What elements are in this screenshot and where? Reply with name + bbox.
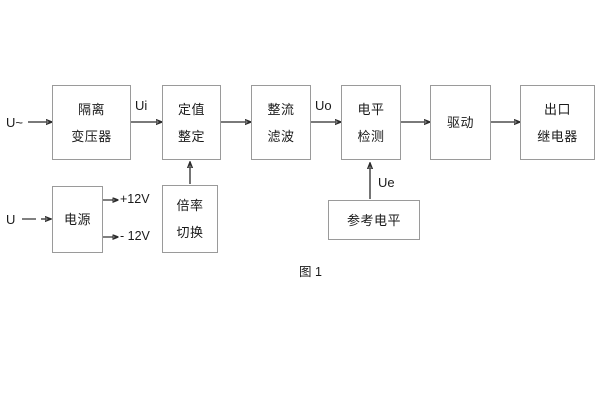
block-line: 整流 bbox=[267, 101, 295, 117]
ac-input-label: U~ bbox=[6, 115, 23, 130]
block-setting-value[interactable]: 定值 整定 bbox=[162, 85, 221, 160]
block-line: 隔离 bbox=[77, 101, 105, 117]
block-line: 电源 bbox=[63, 212, 91, 227]
block-isolation-transformer[interactable]: 隔离 变压器 bbox=[52, 85, 131, 160]
block-line: 滤波 bbox=[267, 128, 295, 144]
block-line: 参考电平 bbox=[346, 212, 401, 228]
block-drive[interactable]: 驱动 bbox=[430, 85, 491, 160]
block-line: 检测 bbox=[357, 128, 385, 144]
rail-positive-label: +12V bbox=[120, 192, 150, 206]
dc-input-label: U bbox=[6, 212, 16, 227]
block-line: 出口 bbox=[543, 101, 571, 117]
ue-signal-label: Ue bbox=[378, 175, 395, 190]
block-level-detection[interactable]: 电平 检测 bbox=[341, 85, 401, 160]
block-multiplier-switch[interactable]: 倍率 切换 bbox=[162, 185, 218, 253]
ui-signal-label: Ui bbox=[135, 98, 148, 113]
block-line: 电平 bbox=[357, 101, 385, 117]
block-output-relay[interactable]: 出口 继电器 bbox=[520, 85, 595, 160]
block-line: 驱动 bbox=[446, 115, 474, 130]
block-line: 继电器 bbox=[537, 128, 578, 144]
block-line: 整定 bbox=[177, 128, 205, 144]
uo-signal-label: Uo bbox=[315, 98, 332, 113]
block-rectify-filter[interactable]: 整流 滤波 bbox=[251, 85, 311, 160]
block-line: 变压器 bbox=[71, 128, 112, 144]
figure-caption: 图 1 bbox=[299, 265, 322, 279]
block-line: 切换 bbox=[176, 225, 204, 240]
block-reference-level[interactable]: 参考电平 bbox=[328, 200, 420, 240]
rail-negative-label: - 12V bbox=[120, 229, 150, 243]
block-line: 倍率 bbox=[176, 198, 204, 213]
block-line: 定值 bbox=[177, 101, 205, 117]
block-power-supply[interactable]: 电源 bbox=[52, 186, 103, 253]
